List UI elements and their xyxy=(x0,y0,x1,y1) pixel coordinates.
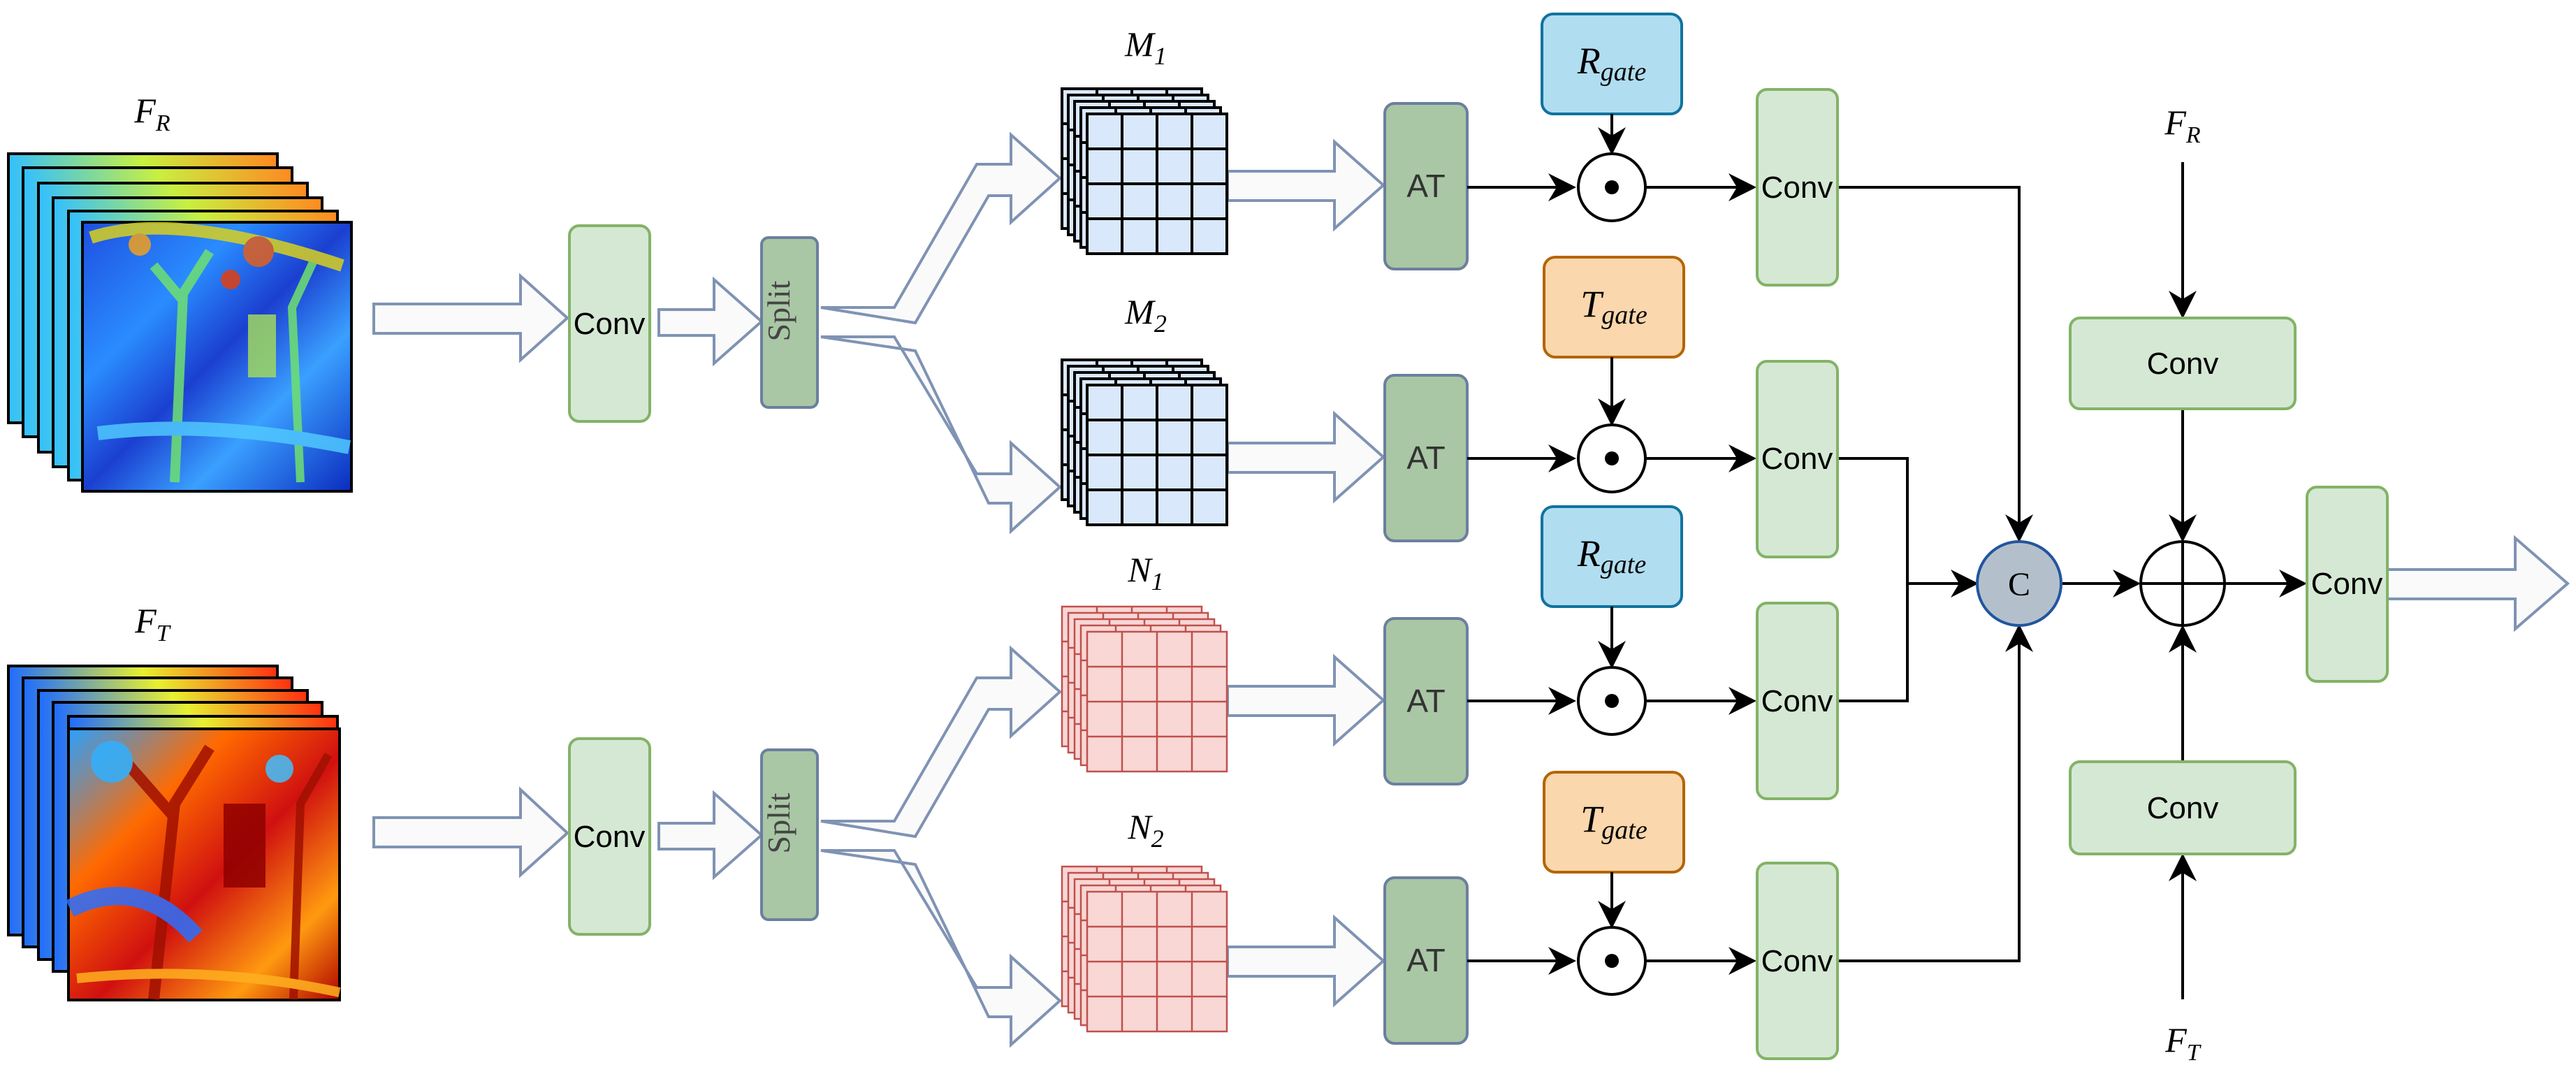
hollow-arrow-fr-to-conv xyxy=(372,273,569,363)
conv-block-final: Conv xyxy=(2306,486,2389,683)
svg-text:Conv: Conv xyxy=(2311,567,2383,601)
at-label: AT xyxy=(1406,168,1445,204)
hollow-arrow-split-to-n1 xyxy=(820,645,1063,839)
conv-block-stage2-1: Conv xyxy=(1756,88,1839,287)
hollow-arrow-m1-to-at xyxy=(1226,138,1386,232)
svg-text:Rgate: Rgate xyxy=(1577,533,1647,579)
r-gate-2: Rgate xyxy=(1541,505,1683,608)
hollow-arrow-split-to-m1 xyxy=(820,131,1063,325)
conv-label: Conv xyxy=(574,307,646,341)
multiply-node-2 xyxy=(1577,423,1647,493)
svg-text:Conv: Conv xyxy=(2147,791,2219,825)
at-block-2: AT xyxy=(1383,374,1469,542)
svg-text:Conv: Conv xyxy=(2147,347,2219,381)
m1-grid-stack xyxy=(1061,87,1228,255)
svg-text:Conv: Conv xyxy=(1761,944,1833,978)
at-block-4: AT xyxy=(1383,876,1469,1045)
conv-block-stage2-2: Conv xyxy=(1756,360,1839,558)
n2-grid-stack xyxy=(1061,865,1228,1033)
sum-node xyxy=(2139,540,2226,627)
multiply-node-3 xyxy=(1577,666,1647,736)
split-block-fr: Split xyxy=(760,236,819,409)
line-conv2-to-merge xyxy=(1838,457,1909,702)
n1-grid-stack xyxy=(1061,605,1228,773)
conv-block-ft: Conv xyxy=(568,737,651,936)
fr-feature-stack xyxy=(7,152,353,493)
multiply-node-1 xyxy=(1577,152,1647,222)
multiply-node-4 xyxy=(1577,926,1647,996)
r-gate-1: Rgate xyxy=(1541,13,1683,115)
hollow-arrow-split-to-n2 xyxy=(820,849,1062,1048)
conv-block-ft-side: Conv xyxy=(2069,760,2297,855)
fr-label: FR xyxy=(133,91,170,136)
hollow-arrow-m2-to-at xyxy=(1226,410,1386,504)
m1-label: M1 xyxy=(1124,24,1167,70)
fr-label-right: FR xyxy=(2164,103,2201,148)
conv-block-fr-side: Conv xyxy=(2069,317,2297,410)
arrow-conv1-to-concat xyxy=(1838,186,2033,542)
ft-label: FT xyxy=(134,601,171,646)
hollow-arrow-n1-to-at xyxy=(1226,653,1386,747)
ft-feature-stack xyxy=(7,665,341,1001)
at-block-1: AT xyxy=(1383,102,1469,270)
svg-text:C: C xyxy=(2008,566,2030,603)
t-gate-1: Tgate xyxy=(1543,256,1685,358)
svg-text:Conv: Conv xyxy=(1761,171,1833,205)
at-label: AT xyxy=(1406,440,1445,476)
hollow-arrow-n2-to-at xyxy=(1226,914,1386,1008)
hollow-arrow-split-to-m2 xyxy=(820,335,1062,535)
at-label: AT xyxy=(1406,683,1445,719)
m2-grid-stack xyxy=(1061,358,1228,526)
at-block-3: AT xyxy=(1383,617,1469,785)
at-label: AT xyxy=(1406,942,1445,978)
conv-block-fr: Conv xyxy=(568,224,651,423)
conv-block-stage2-4: Conv xyxy=(1756,862,1839,1060)
hollow-arrow-ft-to-conv xyxy=(372,786,569,878)
n2-label: N2 xyxy=(1127,807,1163,853)
split-label: Split xyxy=(761,792,796,853)
svg-text:Tgate: Tgate xyxy=(1580,283,1647,330)
conv-label: Conv xyxy=(574,820,646,854)
hollow-arrow-conv-to-split-bottom xyxy=(657,790,764,881)
concat-node: C xyxy=(1976,540,2062,627)
svg-text:Conv: Conv xyxy=(1761,684,1833,718)
split-block-ft: Split xyxy=(760,748,819,921)
n1-label: N1 xyxy=(1127,550,1163,595)
t-gate-2: Tgate xyxy=(1543,771,1685,874)
conv-block-stage2-3: Conv xyxy=(1756,602,1839,800)
ft-label-right: FT xyxy=(2164,1020,2202,1066)
hollow-arrow-output xyxy=(2385,535,2570,632)
svg-text:Conv: Conv xyxy=(1761,442,1833,476)
m2-label: M2 xyxy=(1124,292,1167,338)
split-label: Split xyxy=(761,280,796,341)
svg-text:Tgate: Tgate xyxy=(1580,798,1647,845)
arrow-conv4-to-concat xyxy=(1838,624,2033,962)
hollow-arrow-conv-to-split-top xyxy=(657,276,764,367)
svg-text:Rgate: Rgate xyxy=(1577,40,1647,87)
